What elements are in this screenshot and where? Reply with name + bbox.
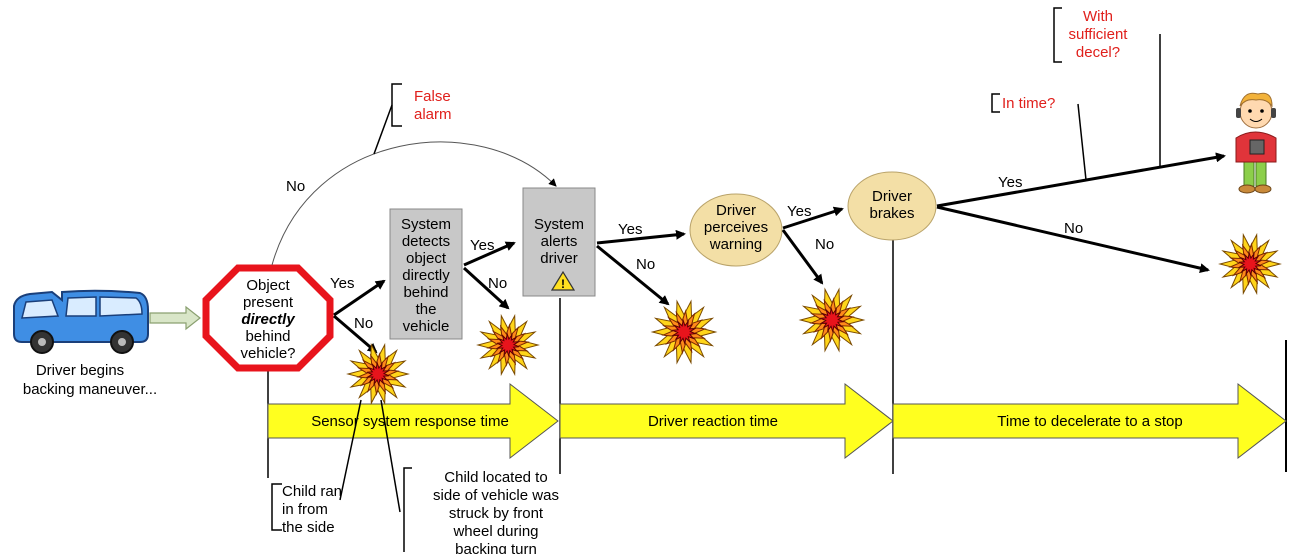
detect-text: System xyxy=(401,216,451,233)
decision-octagon xyxy=(202,264,334,372)
start-arrow xyxy=(149,305,201,331)
branch-label: No xyxy=(488,275,507,292)
callout-leader xyxy=(1077,103,1087,181)
decision-text: present xyxy=(243,294,294,311)
branch-label: No xyxy=(354,315,373,332)
child-wheel-callout: Child located to xyxy=(444,469,547,486)
callout-bracket xyxy=(391,83,402,127)
branch-label: No xyxy=(636,256,655,273)
child-side-callout: in from xyxy=(282,501,328,518)
child-wheel-callout: backing turn xyxy=(455,541,537,554)
child-wheel-callout: struck by front xyxy=(449,505,544,522)
collision-icon xyxy=(476,313,540,377)
in-time-callout: In time? xyxy=(1002,95,1055,112)
callout-bracket xyxy=(403,467,412,552)
timeline-decel-label: Time to decelerate to a stop xyxy=(997,413,1182,430)
collision-burst-layer xyxy=(818,306,846,334)
alert-text: alerts xyxy=(541,233,578,250)
timeline-decel-arrow: Time to decelerate to a stop xyxy=(892,382,1287,460)
alert-text: driver xyxy=(540,250,578,267)
detect-text: detects xyxy=(402,233,450,250)
decel-callout: With xyxy=(1083,8,1113,25)
no-alert-arrow xyxy=(462,266,510,310)
collision-burst-layer xyxy=(495,332,521,358)
branch-label: Yes xyxy=(618,221,642,238)
timeline-reaction-label: Driver reaction time xyxy=(648,413,778,430)
collision-icon xyxy=(346,342,410,406)
child-side-callout: Child ran xyxy=(282,483,342,500)
warning-icon: ! xyxy=(550,270,576,291)
brakes-node xyxy=(847,171,937,241)
branch-label: No xyxy=(286,178,305,195)
callout-bracket xyxy=(1053,7,1062,63)
branch-label: Yes xyxy=(787,203,811,220)
collision-burst-layer xyxy=(1237,251,1263,277)
collision-burst-layer xyxy=(670,318,698,346)
false-alarm-callout: False xyxy=(414,88,451,105)
yes-brake-arrow xyxy=(782,206,844,230)
start-label: backing maneuver... xyxy=(23,381,157,398)
decision-text: vehicle? xyxy=(240,345,295,362)
svg-text:!: ! xyxy=(561,277,565,291)
timeline-reaction-arrow: Driver reaction time xyxy=(559,382,894,460)
detect-text: the xyxy=(416,301,437,318)
yes-alert-arrow xyxy=(463,241,516,267)
detect-text: directly xyxy=(402,267,450,284)
child-wheel-callout: wheel during xyxy=(452,523,538,540)
branch-label: Yes xyxy=(998,174,1022,191)
branch-label: Yes xyxy=(330,275,354,292)
detect-text: behind xyxy=(403,284,448,301)
no-brake-arrow xyxy=(781,229,824,285)
brakes-text: brakes xyxy=(869,205,914,222)
no-perceive-arrow xyxy=(596,244,670,306)
car-icon xyxy=(13,289,149,354)
yes-final-arrow xyxy=(936,152,1226,208)
collision-icon xyxy=(650,299,718,365)
perceive-text: Driver xyxy=(716,202,756,219)
decision-text-emphasis: directly xyxy=(241,311,295,328)
yes-detect-arrow xyxy=(333,279,386,317)
alert-box xyxy=(522,187,596,297)
perceive-text: warning xyxy=(709,236,763,253)
alert-text: System xyxy=(534,216,584,233)
collision-icon xyxy=(1218,232,1282,296)
detect-box xyxy=(389,208,463,340)
perceive-text: perceives xyxy=(704,219,768,236)
decel-callout: decel? xyxy=(1076,44,1120,61)
no-object-arc xyxy=(271,141,557,266)
callout-leader xyxy=(339,399,362,501)
yes-perceive-arrow xyxy=(596,229,686,245)
collision-icon xyxy=(798,287,866,353)
callout-bracket xyxy=(991,93,1000,113)
detect-text: object xyxy=(406,250,447,267)
no-detect-arrow xyxy=(333,314,378,354)
child-side-callout: the side xyxy=(282,519,335,536)
perceive-node xyxy=(689,193,783,267)
timeline-sensor-label: Sensor system response time xyxy=(311,413,509,430)
decision-text: Object xyxy=(246,277,290,294)
callout-leader xyxy=(380,399,401,513)
branch-label: No xyxy=(1064,220,1083,237)
collision-burst-layer xyxy=(365,361,391,387)
callout-leader xyxy=(373,104,393,155)
timeline-sensor-arrow: Sensor system response time xyxy=(267,382,559,460)
false-alarm-callout: alarm xyxy=(414,106,452,123)
decision-text: behind xyxy=(245,328,290,345)
no-final-arrow xyxy=(936,205,1210,274)
callout-bracket xyxy=(271,483,282,531)
brakes-text: Driver xyxy=(872,188,912,205)
start-label: Driver begins xyxy=(36,362,124,379)
branch-label: Yes xyxy=(470,237,494,254)
child-icon xyxy=(1235,92,1277,194)
detect-text: vehicle xyxy=(403,318,450,335)
decel-callout: sufficient xyxy=(1069,26,1129,43)
child-wheel-callout: side of vehicle was xyxy=(433,487,559,504)
branch-label: No xyxy=(815,236,834,253)
